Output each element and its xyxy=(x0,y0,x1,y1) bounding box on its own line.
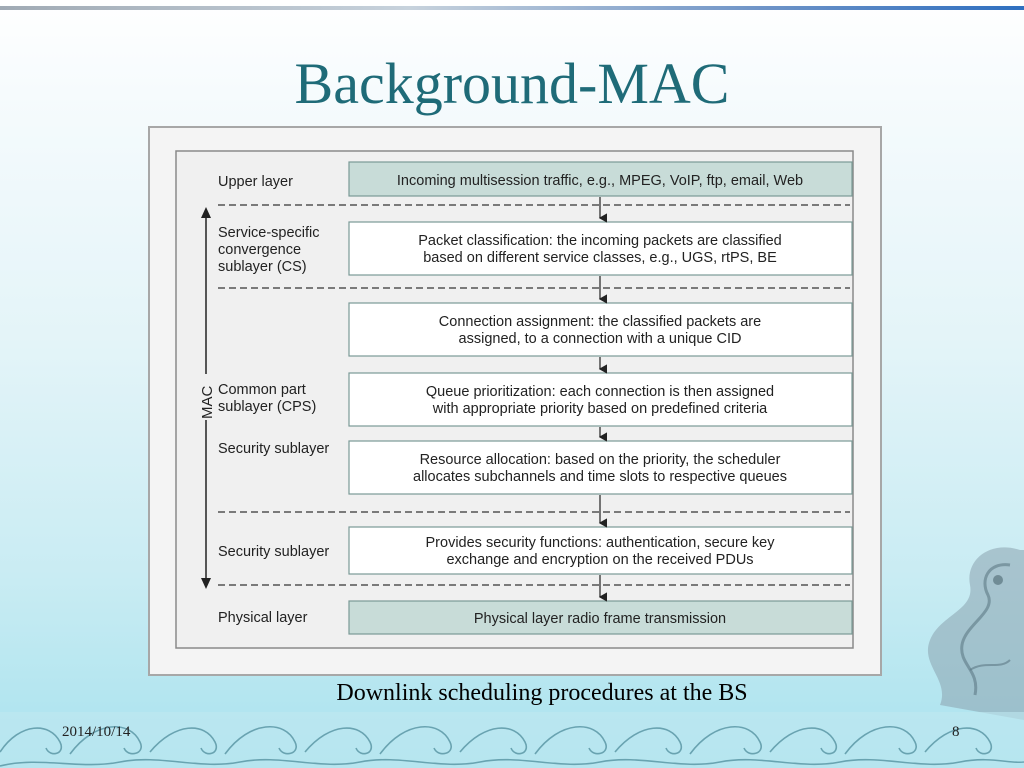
label-security-1: Security sublayer xyxy=(218,441,329,457)
box-classification-line-1: Packet classification: the incoming pack… xyxy=(418,233,781,249)
figure-caption: Downlink scheduling procedures at the BS xyxy=(336,680,748,706)
box-connection-line-1: Connection assignment: the classified pa… xyxy=(439,314,761,330)
box-classification xyxy=(348,221,853,276)
box-queue-line-2: with appropriate priority based on prede… xyxy=(432,401,768,417)
box-connection-line-2: assigned, to a connection with a unique … xyxy=(459,331,742,347)
label-cps-1: Common part xyxy=(218,382,306,398)
mac-arrow-bottom-icon xyxy=(201,578,211,589)
mac-diagram: MAC Upper layer Service-specific converg… xyxy=(175,150,854,649)
label-security-2: Security sublayer xyxy=(218,544,329,560)
box-resource-line-1: Resource allocation: based on the priori… xyxy=(420,452,781,468)
label-upper-layer: Upper layer xyxy=(218,174,293,190)
mac-arrow-top-icon xyxy=(201,207,211,218)
box-security-line-2: exchange and encryption on the received … xyxy=(446,552,753,568)
footer-date: 2014/10/14 xyxy=(62,724,131,740)
wave-border-decoration xyxy=(0,712,1024,768)
label-cs-1: Service-specific xyxy=(218,225,320,241)
box-physical xyxy=(348,600,853,635)
box-resource xyxy=(348,440,853,495)
dragon-decoration xyxy=(927,547,1024,720)
box-resource-line-2: allocates subchannels and time slots to … xyxy=(413,469,787,485)
box-security-line-1: Provides security functions: authenticat… xyxy=(426,535,776,551)
box-queue xyxy=(348,372,853,427)
box-classification-line-2: based on different service classes, e.g.… xyxy=(423,250,777,266)
page-number: 8 xyxy=(952,724,960,740)
top-accent-bar xyxy=(0,6,1024,10)
box-connection xyxy=(348,302,853,357)
diagram-figure: MAC Upper layer Service-specific converg… xyxy=(148,126,882,676)
box-upper-text: Incoming multisession traffic, e.g., MPE… xyxy=(397,173,803,189)
label-physical-layer: Physical layer xyxy=(218,610,308,626)
mac-label: MAC xyxy=(199,386,216,420)
slide-title: Background-MAC xyxy=(294,51,730,116)
box-upper xyxy=(348,161,853,197)
box-physical-text: Physical layer radio frame transmission xyxy=(474,611,726,627)
label-cps-2: sublayer (CPS) xyxy=(218,399,316,415)
label-cs-2: convergence xyxy=(218,242,301,258)
box-queue-line-1: Queue prioritization: each connection is… xyxy=(426,384,774,400)
label-cs-3: sublayer (CS) xyxy=(218,259,307,275)
box-security xyxy=(348,526,853,575)
